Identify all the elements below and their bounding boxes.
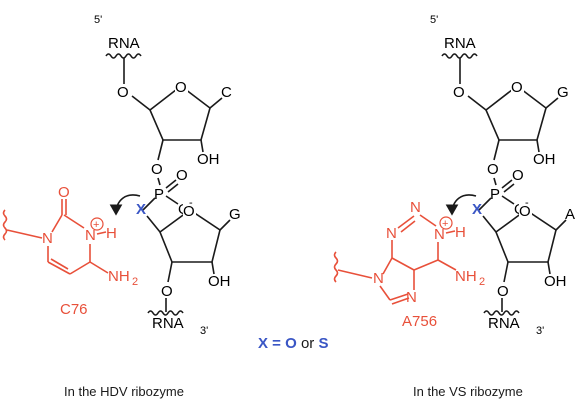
vs-bridging-o-label: O <box>487 161 499 178</box>
hdv-c76-n1-label: N <box>42 230 53 247</box>
hdv-c76-nh2-subscript: 2 <box>132 276 138 288</box>
vs-a756-nh2-label: NH <box>455 268 477 285</box>
vs-lower-oh-label: OH <box>544 273 567 290</box>
legend-x-equals-o-or-s: X = O or S <box>258 335 329 352</box>
hdv-lower-rna-squiggle <box>147 310 184 316</box>
vs-a756-n9-label: N <box>373 270 384 287</box>
vs-a756-n-upper-label: N <box>410 199 421 216</box>
vs-nucleophile-x-label: X <box>472 201 482 218</box>
hdv-c76-o2-label: O <box>58 184 70 201</box>
vs-lower-o3-label: O <box>497 283 509 300</box>
vs-upper-base-label: G <box>557 84 569 101</box>
hdv-panel: 5' RNA O O C OH O P O O - X O G <box>2 14 241 399</box>
vs-phosphorus-label: P <box>490 186 500 203</box>
vs-upper-rna-squiggle <box>441 53 478 59</box>
vs-proton-transfer-arrow <box>445 194 477 216</box>
hdv-phosphorus-label: P <box>154 186 164 203</box>
vs-caption: In the VS ribozyme <box>413 384 523 399</box>
hdv-c76-plus-charge: + <box>93 219 99 231</box>
hdv-c76-name: C76 <box>60 301 88 318</box>
vs-lower-ring-oxygen: O <box>519 203 531 220</box>
vs-a756-n7-label: N <box>406 289 417 306</box>
vs-lower-rna-squiggle <box>483 310 520 316</box>
vs-three-prime-label: 3' <box>536 325 544 337</box>
hdv-upper-oh-label: OH <box>197 151 220 168</box>
hdv-c76-n3-label: N <box>85 227 96 244</box>
vs-phosphoryl-o-label: O <box>512 167 524 184</box>
hdv-lower-ring-oxygen: O <box>183 203 195 220</box>
vs-panel: 5' RNA O O G OH O P O O - X O A OH O <box>333 14 575 399</box>
hdv-c76-cytosine: N O N + H NH 2 C76 <box>2 184 138 318</box>
vs-lower-rna-label: RNA <box>488 315 520 332</box>
hdv-bridging-o-label: O <box>151 161 163 178</box>
hdv-lower-rna-label: RNA <box>152 315 184 332</box>
hdv-c76-h-label: H <box>106 225 117 242</box>
hdv-upper-rna-squiggle <box>105 53 142 59</box>
vs-a756-n1-label: N <box>434 226 445 243</box>
hdv-c76-nh2-label: NH <box>108 268 130 285</box>
vs-upper-oh-label: OH <box>533 151 556 168</box>
hdv-upper-rna-label: RNA <box>108 35 140 52</box>
vs-upper-rna-label: RNA <box>444 35 476 52</box>
vs-a756-h-label: H <box>455 224 466 241</box>
vs-a756-n3-label: N <box>386 225 397 242</box>
vs-a756-nh2-subscript: 2 <box>479 276 485 288</box>
hdv-proton-transfer-arrow <box>109 194 141 216</box>
hdv-three-prime-label: 3' <box>200 325 208 337</box>
hdv-phosphoryl-o-label: O <box>176 167 188 184</box>
vs-lower-base-label: A <box>565 206 575 223</box>
vs-a756-plus-charge: + <box>442 218 448 230</box>
vs-phosphate-minus-sign: - <box>525 197 529 209</box>
hdv-five-prime-label: 5' <box>94 14 102 26</box>
hdv-upper-base-label: C <box>221 84 232 101</box>
hdv-caption: In the HDV ribozyme <box>64 384 184 399</box>
hdv-phosphate-minus-sign: - <box>189 197 193 209</box>
vs-a756-name: A756 <box>402 313 437 330</box>
hdv-lower-base-label: G <box>229 206 241 223</box>
vs-a756-adenine: N N N N N + H NH 2 A756 <box>333 199 485 330</box>
vs-five-prime-label: 5' <box>430 14 438 26</box>
vs-upper-ring-oxygen: O <box>511 79 523 96</box>
hdv-lower-oh-label: OH <box>208 273 231 290</box>
hdv-nucleophile-x-label: X <box>136 201 146 218</box>
hdv-lower-o3-label: O <box>161 283 173 300</box>
hdv-upper-ring-oxygen: O <box>175 79 187 96</box>
vs-upper-o5-label: O <box>453 84 465 101</box>
hdv-upper-o5-label: O <box>117 84 129 101</box>
